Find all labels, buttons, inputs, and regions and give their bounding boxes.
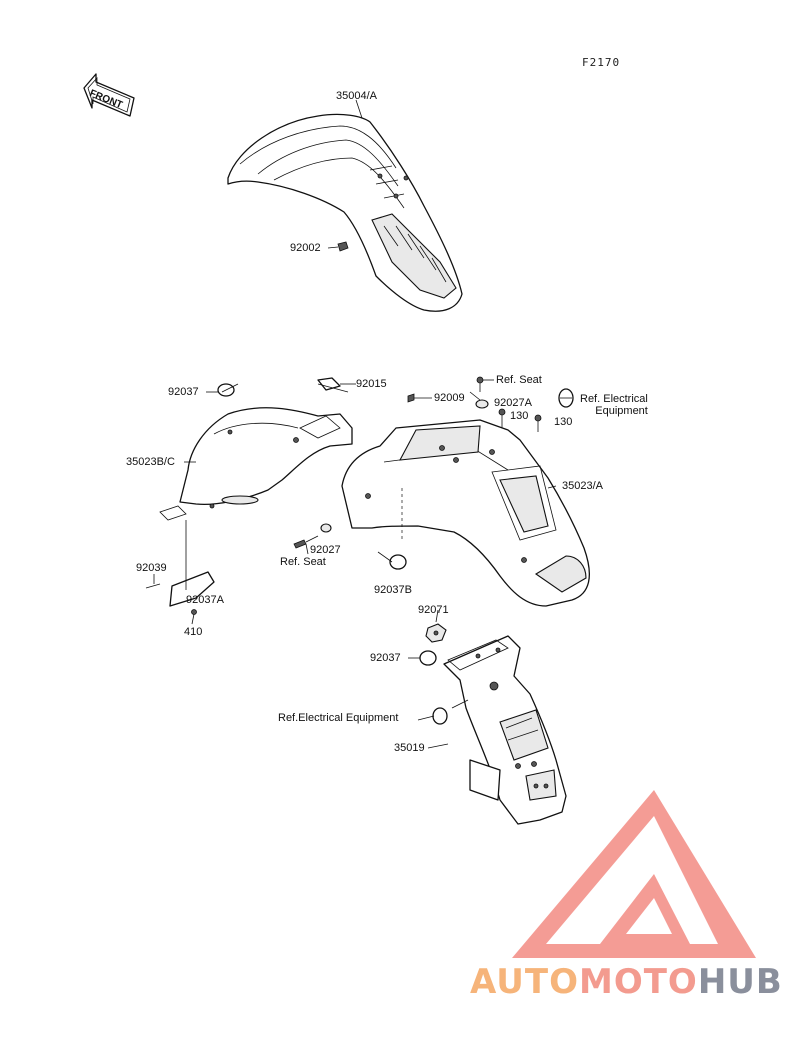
rear-fender-part [341,419,590,607]
nut-92071-icon [425,623,447,643]
front-arrow-icon [83,73,135,117]
clamp-electrical-top-icon [558,388,574,408]
automotohub-logo-icon [512,790,756,958]
watermark-hub: HUB [697,962,783,1002]
rear-bracket-part [443,635,567,825]
label-130-a: 130 [510,410,529,422]
label-92037A: 92037A [186,594,224,606]
label-35023BC: 35023B/C [126,456,175,468]
bolt-92002-icon [327,241,349,252]
clip-92037-low-icon [419,650,437,666]
label-ref-electrical-top: Ref. Electrical Equipment [580,393,648,417]
label-ref-seat-mid: Ref. Seat [280,556,326,568]
watermark-auto: AUTO [470,962,579,1002]
label-35023A: 35023/A [562,480,603,492]
bolt-92009-icon [407,393,432,403]
inner-fender-part [159,407,353,521]
clip-92037B-icon [389,554,407,570]
pin-92039-icon [145,583,161,589]
label-92071: 92071 [418,604,449,616]
leader-lines [153,383,557,749]
label-92015: 92015 [356,378,387,390]
label-35004A: 35004/A [336,90,377,102]
watermark-moto: MOTO [578,962,698,1002]
nut-92015-icon [317,377,341,391]
washer-92027A-icon [475,399,489,409]
label-ref-seat-top: Ref. Seat [496,374,542,386]
bolt-92027-icon [293,523,332,549]
label-92009: 92009 [434,392,465,404]
label-410: 410 [184,626,203,638]
label-130-b: 130 [554,416,573,428]
label-92039: 92039 [136,562,167,574]
label-92037-top: 92037 [168,386,199,398]
clamp-electrical-low-icon [432,707,448,725]
label-92027A: 92027A [494,397,532,409]
clip-92037-top-icon [217,383,239,397]
bolt-130-a-icon [498,408,506,428]
label-92037B: 92037B [374,584,412,596]
diagram-code: F2170 [582,56,621,69]
front-fender-part [227,113,463,312]
bolt-seat-top-icon [476,376,494,392]
label-92002: 92002 [290,242,321,254]
label-92027: 92027 [310,544,341,556]
bolt-410-icon [191,609,197,615]
label-92037-low: 92037 [370,652,401,664]
label-ref-electrical-low: Ref.Electrical Equipment [278,712,399,724]
bracket-92037A-icon [169,520,215,607]
watermark-text: AUTOMOTOHUB [470,962,783,1002]
label-35019: 35019 [394,742,425,754]
bolt-130-b-icon [534,414,542,432]
